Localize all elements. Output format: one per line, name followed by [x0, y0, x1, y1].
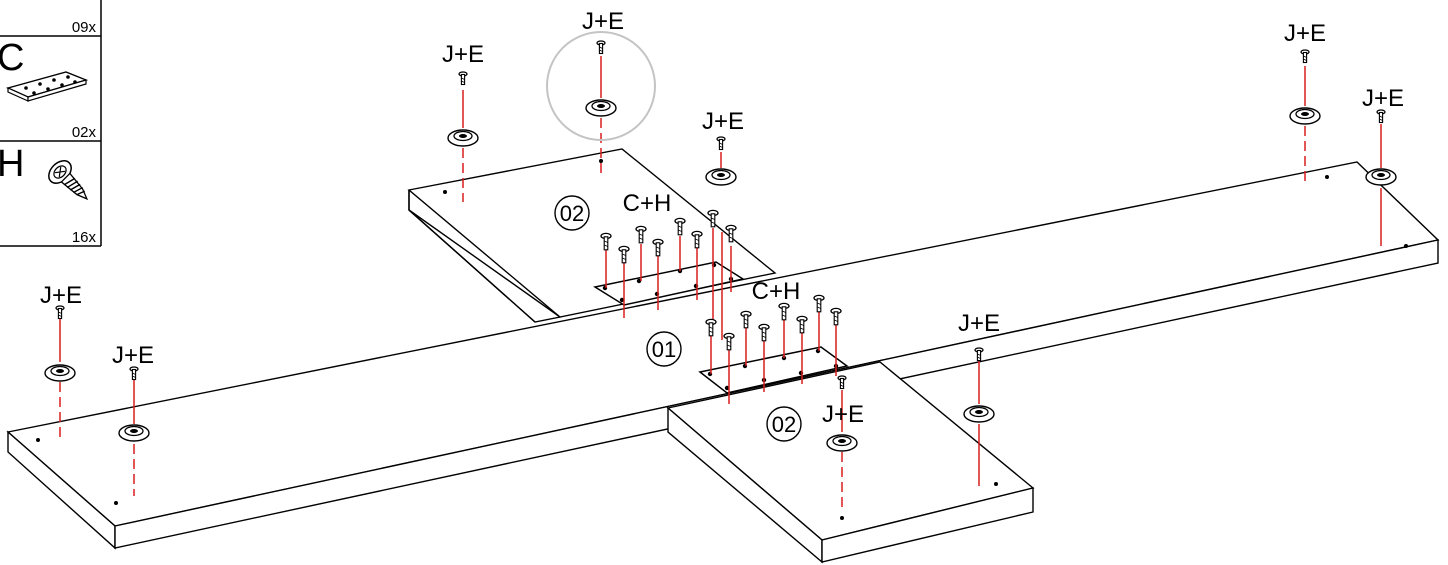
part-quantity: 09x: [72, 19, 97, 36]
hardware-callout: J+E: [40, 282, 82, 309]
hardware-callout: C+H: [752, 278, 801, 305]
main-panel: [6, 161, 1440, 550]
panel-number-badge: 02: [766, 406, 802, 442]
panel-number: 02: [772, 412, 796, 437]
part-letter: C: [0, 37, 24, 79]
connector-plate: [593, 261, 745, 306]
callout-labels: J+E J+E J+E J+E J+E J+E J+E J+E J+E C+H …: [40, 8, 1404, 428]
part-letter: H: [0, 143, 24, 185]
hardware-callout: J+E: [442, 41, 484, 68]
connector-plate-icon: [5, 71, 89, 102]
hardware-callout: J+E: [958, 310, 1000, 337]
panel-number: 02: [560, 201, 584, 226]
wood-screw-icon: [48, 160, 89, 201]
side-panel-bottom: [666, 361, 1035, 564]
hardware-callout: J+E: [582, 8, 624, 35]
hardware-callout: J+E: [1362, 85, 1404, 112]
part-quantity: 02x: [72, 124, 97, 141]
panel-number-badge: 02: [554, 195, 590, 231]
hardware-callout: J+E: [1284, 20, 1326, 47]
panel-number: 01: [652, 337, 676, 362]
hardware-callout: J+E: [702, 108, 744, 135]
guide-lines: [59, 56, 1382, 512]
detail-highlight-circle: [546, 31, 656, 141]
parts-panel: 09x C 02x H 16x: [0, 0, 102, 247]
hardware-callout: J+E: [112, 342, 154, 369]
hardware-callout: C+H: [623, 190, 672, 217]
part-quantity: 16x: [72, 229, 97, 246]
panel-number-badge: 01: [646, 331, 682, 367]
hardware-callout: J+E: [822, 401, 864, 428]
